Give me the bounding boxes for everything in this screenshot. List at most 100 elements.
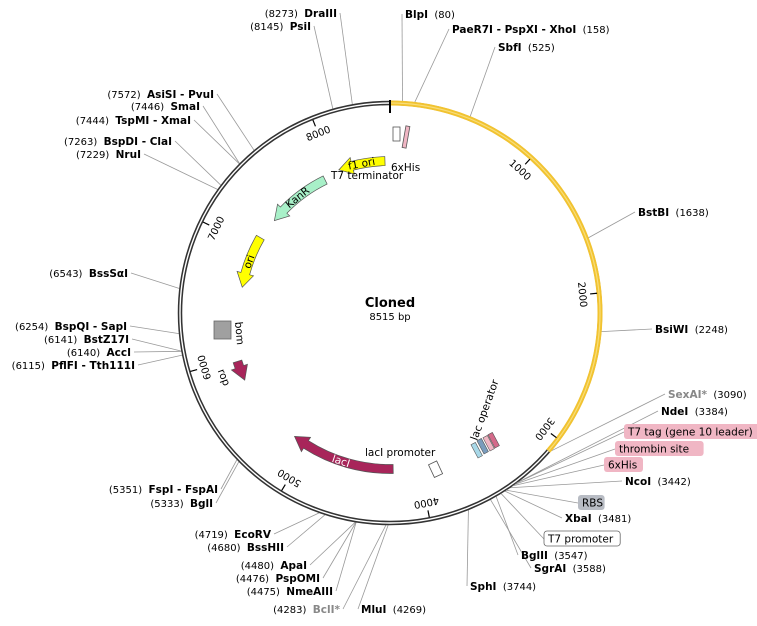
site-leader-line	[130, 272, 180, 289]
bp-tick-label: 2000	[575, 282, 588, 308]
site-position: (3588)	[566, 564, 606, 575]
site-leader-line	[131, 338, 182, 352]
bp-tick-label: 3000	[532, 415, 556, 442]
site-leader-line	[504, 490, 563, 519]
site-leader-line	[342, 524, 387, 610]
site-position: (158)	[576, 25, 609, 36]
site-position: (3744)	[496, 582, 536, 593]
site-name: AccI	[107, 347, 131, 359]
bp-tick-mark	[202, 221, 210, 226]
site-position: (4480)	[241, 561, 281, 572]
site-leader-line	[588, 211, 636, 239]
bp-tick-mark	[190, 368, 198, 373]
site-name: BlpI	[405, 9, 428, 21]
site-position: (8273)	[265, 9, 305, 20]
bp-tick-label: 8000	[305, 124, 333, 144]
site-position: (8145)	[250, 22, 290, 33]
feature-arrow-ori	[236, 234, 265, 288]
restriction-site-label: XbaI (3481)	[565, 513, 631, 525]
site-position: (2248)	[688, 325, 728, 336]
tag-box	[604, 457, 643, 472]
tag-leader-line	[500, 493, 545, 540]
site-leader-line	[509, 480, 623, 489]
plasmid-name: Cloned	[365, 296, 415, 311]
restriction-site-label: (5351) FspI - FspAI	[109, 484, 218, 496]
bp-tick-label: 5000	[276, 466, 303, 489]
site-position: (4269)	[386, 605, 426, 616]
site-leader-line	[273, 512, 320, 535]
site-leader-lines	[129, 12, 666, 610]
site-leader-line	[517, 410, 659, 483]
bp-tick-mark	[524, 158, 531, 165]
site-name: MluI	[361, 604, 386, 616]
restriction-site-label: BsiWI (2248)	[655, 324, 728, 336]
site-position: (3090)	[707, 390, 747, 401]
site-leader-line	[309, 521, 356, 566]
site-position: (3384)	[688, 407, 728, 418]
site-name: BsiWI	[655, 324, 688, 336]
t7-terminator-label: T7 terminator	[330, 170, 404, 182]
tag-box	[543, 530, 621, 547]
site-position: (3547)	[548, 551, 588, 562]
site-name: BglI	[190, 498, 213, 510]
site-name: PaeR7I - PspXI - XhoI	[452, 24, 576, 36]
feature-label-laci: lacI	[330, 453, 351, 470]
site-position: (4283)	[273, 605, 313, 616]
tag-box-labels: T7 tag (gene 10 leader)thrombin site6xHi…	[500, 424, 757, 547]
restriction-site-labels: BlpI (80)PaeR7I - PspXI - XhoI (158)SbfI…	[12, 8, 747, 616]
site-name: BspDI - ClaI	[104, 136, 172, 148]
site-position: (7263)	[64, 137, 104, 148]
tag-leader-line	[512, 464, 605, 487]
bp-tick-mark	[590, 292, 598, 295]
restriction-site-label: (6254) BspQI - SapI	[15, 321, 127, 333]
site-name: ApaI	[280, 560, 307, 572]
site-name: SphI	[470, 581, 496, 593]
feature-arrow-kanr	[273, 175, 328, 222]
site-leader-line	[339, 12, 353, 105]
site-name: BstZ17I	[84, 334, 129, 346]
site-name: AsiSI - PvuI	[147, 89, 214, 101]
restriction-site-label: (7229) NruI	[76, 149, 141, 161]
site-leader-line	[286, 514, 326, 548]
site-leader-line	[495, 496, 519, 556]
tag-box	[615, 441, 704, 456]
site-leader-line	[414, 28, 450, 103]
feature-label-ori: ori	[242, 253, 258, 270]
feature-arrow-f1-ori	[338, 156, 386, 175]
site-position: (7444)	[76, 116, 116, 127]
site-position: (6141)	[44, 335, 84, 346]
sixhis-top-label: 6xHis	[391, 162, 420, 174]
site-leader-line	[137, 354, 183, 366]
restriction-site-label: SexAI* (3090)	[668, 389, 747, 401]
restriction-site-label: SgrAI (3588)	[534, 563, 606, 575]
laci-promoter-label: lacI promoter	[365, 447, 436, 459]
tag-box-label: T7 promoter	[547, 534, 614, 546]
site-position: (5351)	[109, 485, 149, 496]
site-name: NruI	[116, 149, 141, 161]
site-position: (7446)	[131, 102, 171, 113]
lac-operator-group	[470, 432, 500, 459]
site-leader-line	[220, 459, 238, 490]
site-name: NdeI	[661, 406, 688, 418]
site-leader-line	[202, 105, 240, 164]
restriction-site-label: NdeI (3384)	[661, 406, 728, 418]
site-position: (1638)	[669, 208, 709, 219]
restriction-site-label: (5333) BglI	[150, 498, 213, 510]
site-name: EcoRV	[234, 529, 272, 541]
tag-box-label: RBS	[582, 498, 603, 510]
site-leader-line	[143, 153, 218, 190]
site-leader-line	[313, 25, 334, 109]
site-position: (4680)	[207, 543, 247, 554]
site-name: BglII	[521, 550, 548, 562]
site-name: BssHII	[247, 542, 284, 554]
site-position: (3481)	[592, 514, 632, 525]
bom-box	[213, 320, 232, 340]
insert-region-highlight	[390, 102, 601, 452]
site-position: (4719)	[195, 530, 235, 541]
sixhis-top-box	[401, 125, 411, 149]
site-leader-line	[129, 325, 180, 335]
bp-tick-mark	[427, 510, 430, 518]
laci-promoter-box	[427, 460, 444, 478]
site-name: TspMI - XmaI	[115, 115, 191, 127]
